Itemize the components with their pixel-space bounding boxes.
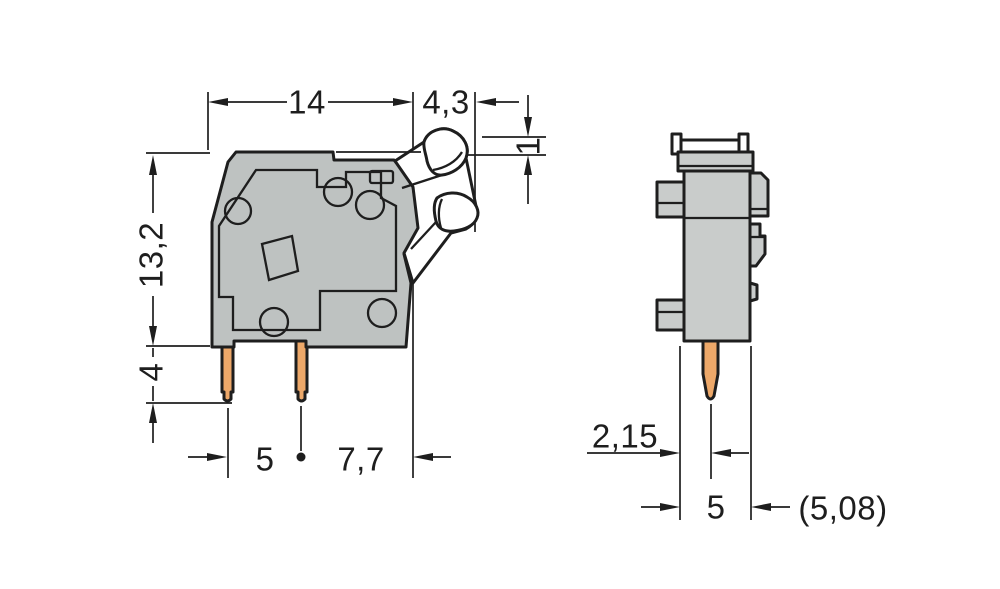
moulding-recess (260, 234, 300, 282)
rivet-circle (322, 176, 354, 208)
dimension-edge-to-pin: 2,15 (587, 418, 749, 457)
rivet-circle (354, 189, 386, 221)
rivet-circle (258, 306, 290, 338)
dim-front-width-label: 14 (288, 84, 326, 121)
dimension-lever-protrusion: 1 (510, 95, 547, 204)
dim-body-height-label: 13,2 (133, 222, 170, 288)
housing-body-side (682, 169, 752, 343)
dim-pin-to-edge-label: 7,7 (337, 441, 384, 478)
dimension-body-height: 13,2 (133, 155, 170, 346)
dim-pin-length-label: 4 (133, 363, 170, 382)
housing-cap (676, 150, 755, 173)
side-tab (655, 298, 686, 332)
housing-outline (210, 150, 421, 349)
dimension-lever-width: 4,3 (422, 84, 519, 121)
arrowhead (208, 98, 228, 106)
arrowhead (524, 117, 532, 137)
side-extension-lines (679, 346, 752, 520)
solder-pin (220, 336, 235, 403)
side-rib (748, 222, 767, 268)
inner-contour (217, 168, 398, 332)
dim-edge-to-pin-label: 2,15 (592, 418, 658, 455)
arrowhead (751, 503, 771, 511)
arrowhead (660, 503, 680, 511)
dim-pin-pitch-label: 5 (256, 441, 275, 478)
dim-lever-width-label: 4,3 (422, 84, 469, 121)
dim-depth-label: 5 (707, 489, 726, 526)
dimension-front-width: 14 (208, 84, 413, 121)
lever-pad-detail-line (432, 151, 463, 172)
arrowhead (149, 326, 157, 346)
front-extension-lines (146, 92, 546, 478)
lever-hinge-line (401, 173, 443, 190)
arrowhead (149, 155, 157, 175)
rivet-circle (366, 297, 398, 329)
dimension-depth: 5 (5,08) (641, 489, 887, 527)
arrowhead (711, 449, 731, 457)
side-tab (655, 180, 686, 219)
lever-lower-detail-line (437, 198, 444, 229)
lever-thumb-pad (422, 127, 469, 177)
front-view: 14 4,3 1 13,2 4 (133, 84, 547, 478)
arrowhead (524, 155, 532, 175)
arrowhead (476, 98, 496, 106)
solder-pin-side (701, 336, 720, 401)
dim-grid-pitch-label: (5,08) (798, 490, 887, 527)
latch-slot (368, 169, 395, 185)
rivet-circle (223, 196, 253, 226)
dimension-pin-positions: 5 7,7 (188, 441, 451, 478)
mounting-clip-bar (671, 138, 749, 154)
arrowhead (149, 403, 157, 423)
solder-pin (294, 336, 309, 403)
arrowhead (660, 449, 680, 457)
arrowhead (207, 453, 227, 461)
dim-lever-protrusion-label: 1 (510, 137, 547, 156)
lever-hinge-line (410, 221, 437, 250)
side-view: 2,15 5 (5,08) (587, 132, 887, 527)
arrowhead (413, 453, 433, 461)
dimension-pin-length: 4 (133, 348, 170, 443)
arrowhead (393, 98, 413, 106)
lever-lower-pad (432, 191, 480, 233)
pin-center-dot (296, 452, 306, 462)
